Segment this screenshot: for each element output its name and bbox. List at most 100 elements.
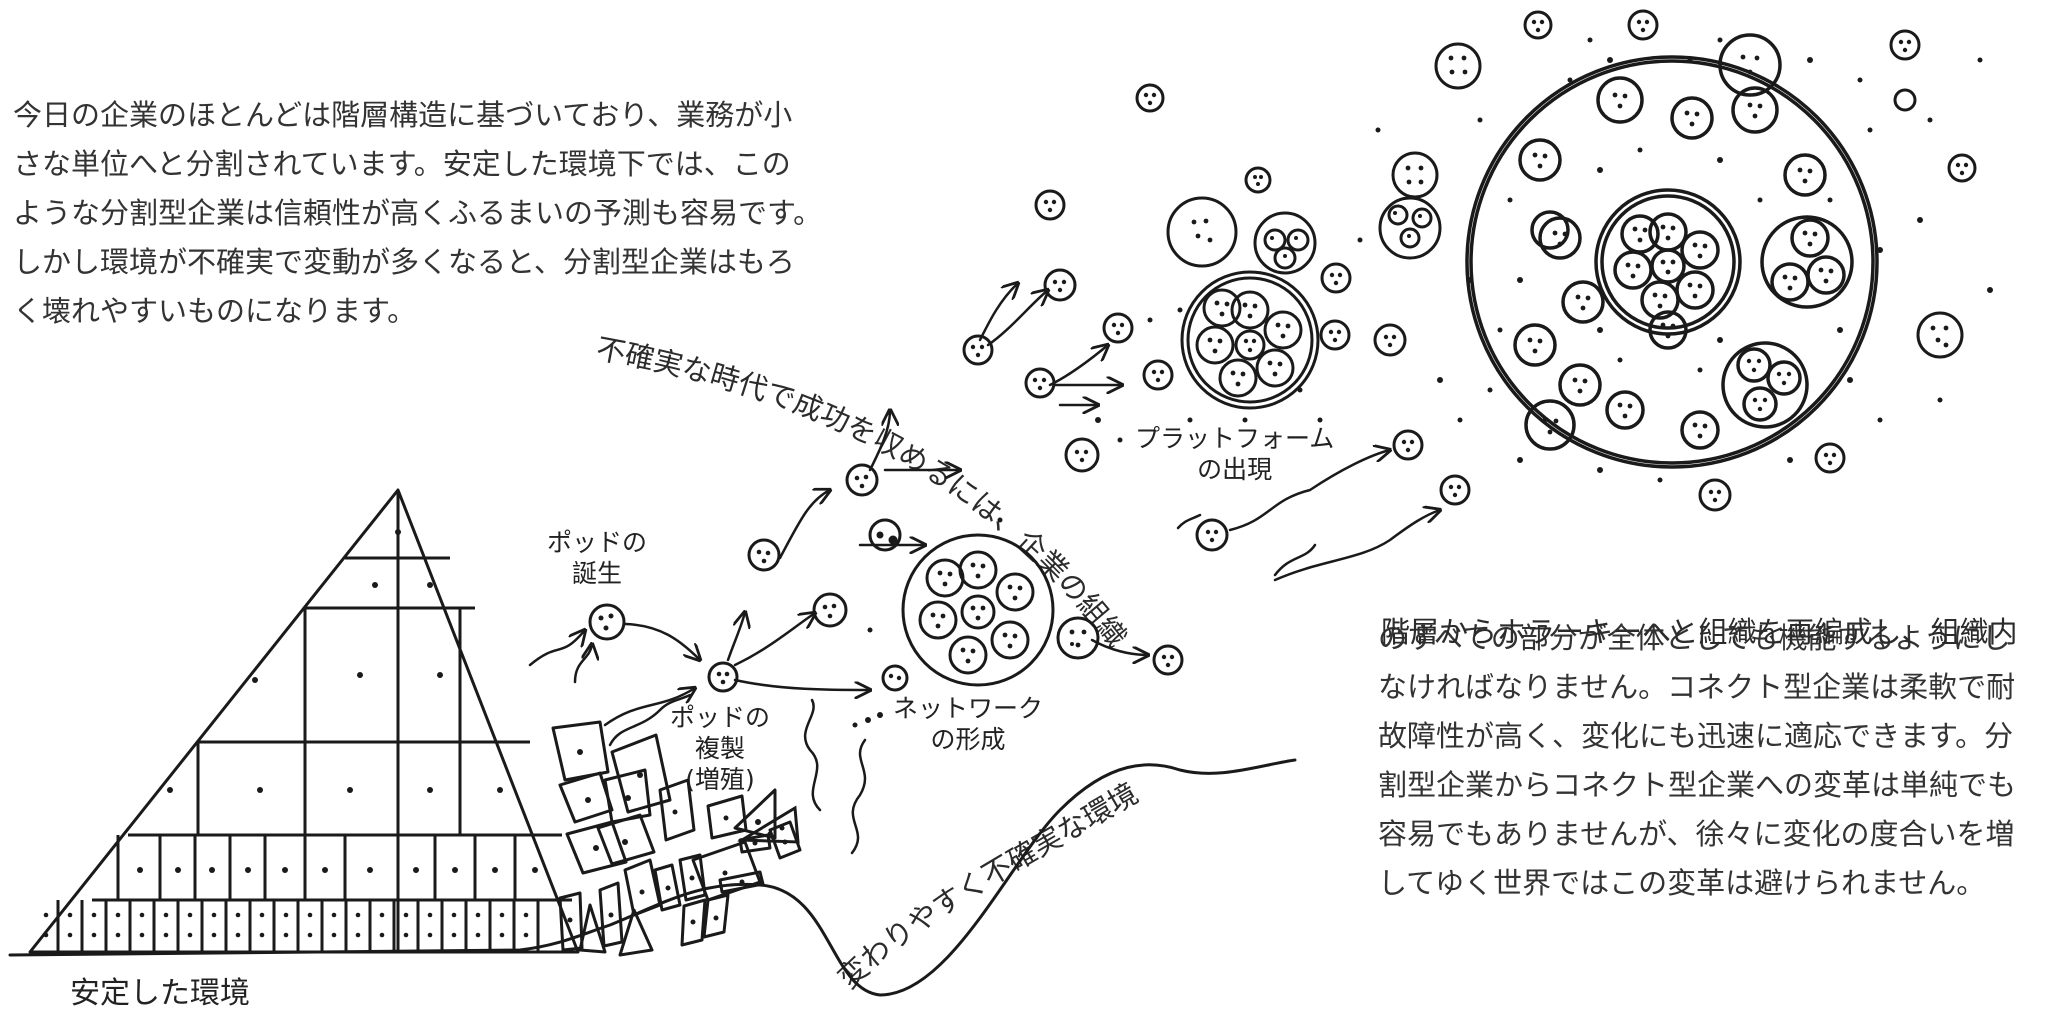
pod	[868, 518, 902, 552]
arrow-replication-right	[733, 678, 870, 690]
platform-ring	[1180, 270, 1320, 410]
network-neighbor	[1378, 196, 1442, 260]
pod	[747, 538, 781, 572]
closing-line-3: なければなりません。コネクト型企業は柔軟で耐	[1378, 670, 2016, 704]
network-dots	[930, 562, 1023, 664]
pyramid-outline	[28, 488, 580, 954]
base-cell-dots	[43, 912, 529, 938]
ground-lines	[8, 758, 1297, 997]
closing-line-7: してゆく世界ではこの変革は避けられません。	[1378, 866, 1986, 900]
arrow-to-pod-b	[868, 410, 890, 472]
intro-line-2: さな単位へと分割されています。安定した環境下では、この	[13, 147, 791, 181]
turbulence-lines	[608, 513, 1317, 855]
pod	[1244, 166, 1272, 194]
arrow-birth-rise	[573, 644, 592, 684]
pod	[1043, 268, 1077, 302]
flow-arrows	[528, 283, 1440, 727]
wave-3	[608, 693, 692, 747]
pod	[1319, 319, 1351, 351]
arrow-to-pod-e	[1048, 345, 1108, 387]
label-pod-replication-line-1: ポッドの	[670, 703, 771, 732]
pod	[1142, 359, 1174, 391]
pod	[845, 463, 879, 497]
platform-neighbor	[1253, 211, 1317, 275]
closing-line-6: 容易でもありませんが、徐々に変化の度合いを増	[1378, 817, 2015, 851]
pod	[1889, 29, 1921, 61]
pod-inner-dots	[598, 19, 1969, 685]
arrow-replication-upright	[733, 613, 815, 667]
platform-neighbor	[1166, 196, 1238, 268]
pod	[812, 592, 848, 628]
wave-2	[803, 698, 822, 812]
arrow-replication-up	[726, 612, 745, 662]
pod	[1056, 616, 1100, 660]
label-pod-birth-line-1: ポッドの	[547, 528, 648, 557]
pod	[1439, 474, 1471, 506]
hierarchy-pyramid	[28, 488, 580, 954]
arrow-to-pod-g	[1228, 450, 1390, 532]
closing-line-2: のすべての部分が全体としても機能するようにし	[1378, 621, 2011, 655]
pod	[1024, 367, 1056, 399]
label-platform-emergence-line-1: プラットフォーム	[1135, 424, 1335, 453]
pod	[1135, 83, 1165, 113]
arrow-up-to-pod-c	[978, 283, 1018, 342]
label-platform-emergence-line-2: の出現	[1197, 455, 1273, 484]
label-pod-replication-line-2: 複製	[695, 734, 746, 763]
label-pod-replication-line-3: (増殖)	[685, 765, 755, 794]
pod	[1523, 10, 1553, 40]
pyramid-small-cells	[116, 835, 517, 900]
pod-dot	[888, 535, 898, 545]
pods	[588, 9, 1977, 693]
triangle-piece	[736, 805, 800, 844]
ecosystem-dots	[1527, 54, 1834, 439]
closing-line-1: 階層からホラーキーへと組織を再編成し、組織内	[1381, 615, 2018, 649]
intro-line-1: 今日の企業のほとんどは階層構造に基づいており、業務が小	[13, 98, 793, 132]
ecosystem-outer-ring	[1465, 55, 1879, 469]
curved-text: 不確実な時代で成功を収めるには、企業の組織形態を変える必要があります。	[0, 0, 1134, 654]
label-volatile-environment: 変わりやすく不確実な環境	[831, 776, 1143, 995]
wave-4	[1273, 543, 1317, 577]
pod	[1814, 442, 1846, 474]
label-network-formation-line-2: の形成	[930, 725, 1006, 754]
intro-line-3: ような分割型企業は信頼性が高くふるまいの予測も容易です。	[13, 196, 823, 230]
arrow-up-to-replication	[603, 688, 695, 727]
pod	[1698, 478, 1732, 512]
network-cluster	[901, 533, 1055, 687]
label-network-formation-line-1: ネットワーク	[893, 694, 1044, 723]
label-pod-birth-line-2: 誕生	[572, 559, 623, 588]
closing-line-5: 割型企業からコネクト型企業への変革は単純でも	[1378, 768, 2017, 802]
pyramid-dots	[137, 529, 538, 873]
pod	[1034, 189, 1066, 221]
pod	[881, 664, 909, 692]
label-network-formation: ネットワーク の形成	[893, 693, 1043, 755]
pod	[962, 334, 994, 366]
pod	[1373, 323, 1407, 357]
intro-line-5-head: く壊れやすいものになります。	[13, 294, 417, 328]
label-platform-emergence: プラットフォーム の出現	[1135, 423, 1334, 485]
network-outer-ring	[901, 533, 1055, 687]
pod-dot	[876, 531, 884, 539]
pod	[1102, 312, 1134, 344]
pod	[1152, 644, 1184, 676]
ecosystem-specks	[852, 37, 1993, 728]
intro-paragraph: 今日の企業のほとんどは階層構造に基づいており、業務が小 さな単位へと分割されてい…	[13, 91, 822, 336]
closing-paragraph: のすべての部分が全体としても機能するようにし なければなりません。コネクト型企業…	[1378, 614, 2038, 908]
wave-1	[850, 738, 867, 855]
label-pod-birth: ポッドの 誕生	[547, 527, 647, 589]
pod	[1320, 262, 1352, 294]
pod	[1916, 311, 1964, 359]
ecosystem-cluster	[1465, 33, 1879, 469]
label-stable-environment: 安定した環境	[70, 976, 250, 1011]
falling-debris	[551, 720, 802, 957]
arrow-to-pod-h	[1273, 510, 1440, 582]
arrow-to-birth	[528, 630, 585, 667]
triangle-piece-dots	[767, 825, 785, 837]
platform-dots	[1191, 211, 1422, 387]
pod-replication	[707, 661, 739, 693]
pod	[1627, 9, 1659, 41]
intro-line-4: しかし環境が不確実で変動が多くなると、分割型企業はもろ	[13, 245, 795, 279]
closing-line-4: 故障性が高く、変化にも迅速に適応できます。分	[1378, 719, 2014, 753]
arrow-up-to-pod-d	[986, 290, 1048, 347]
pod-birth	[588, 603, 626, 641]
